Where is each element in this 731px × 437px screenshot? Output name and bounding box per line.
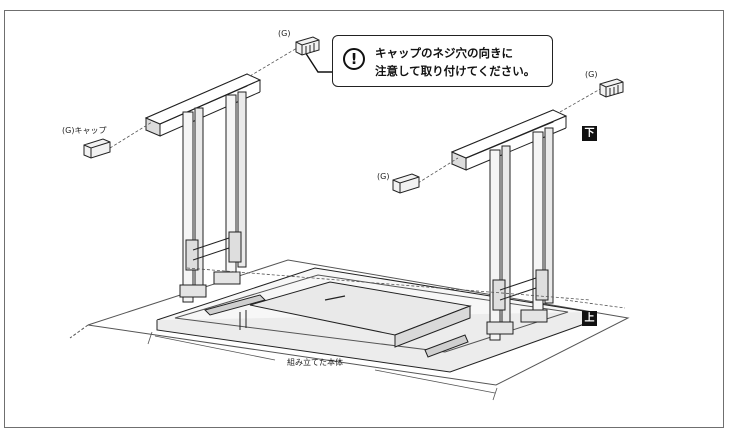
cap-label-top: (G) [278,29,291,38]
right-leg [450,109,568,341]
exclamation-circle-icon: ! [343,48,365,70]
left-leg [144,73,262,303]
notice-line-1: キャップのネジ穴の向きに [375,46,513,60]
dimension-line [147,331,498,401]
assembled-body-label: 組み立てた本体 [287,358,343,367]
cap-label-right-top: (G) [585,70,598,79]
cap-right-top [599,78,624,98]
cap-label-right-mid: (G) [377,172,390,181]
diagram-frame [4,10,724,428]
notice-box: ! キャップのネジ穴の向きに 注意して取り付けてください。 [332,35,553,87]
cap-label-left: (G)キャップ [62,126,107,135]
notice-leader [304,51,334,73]
cap-right-mid [392,173,420,194]
cap-left [83,138,111,159]
notice-line-2: 注意して取り付けてください。 [375,64,536,78]
cap-top [295,36,320,56]
tag-bottom: 下 [582,126,597,141]
tag-top: 上 [582,311,597,326]
